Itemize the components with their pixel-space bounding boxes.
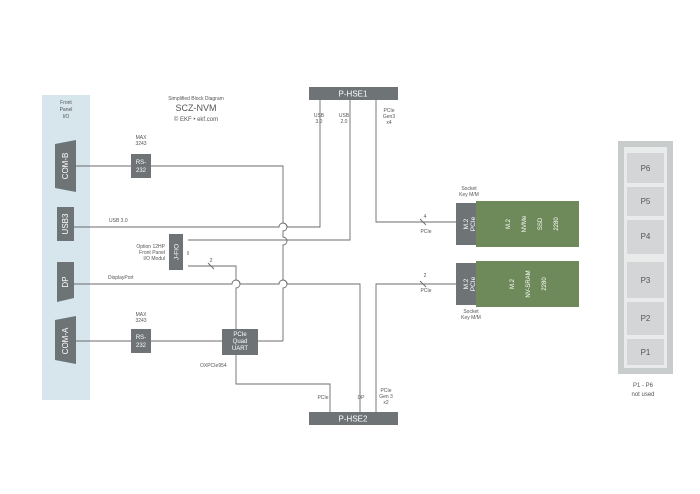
slot-p6: P6 — [627, 153, 664, 183]
annotations: MAX 3243 MAX 3243 USB 3.0 USB 3.0 USB 2.… — [108, 108, 481, 406]
rs232-bottom-line2: 232 — [136, 343, 147, 349]
hse2-gen-label-2: Gen 3 — [379, 394, 393, 400]
jfio-label: J-FIO — [174, 244, 181, 260]
socket-top-line2: Key M/M — [459, 192, 479, 198]
max-bottom-line2: 3243 — [135, 318, 146, 324]
slot-p3-label: P3 — [641, 276, 651, 285]
rs232-top-line2: 232 — [136, 168, 147, 174]
nvme-module: M.2 NVMe SSD 2280 — [476, 201, 579, 247]
m2-bottom-line1: M.2 — [463, 278, 470, 289]
m2-bottom-line2: PCIe — [470, 276, 477, 291]
connector-usb3: USB3 — [57, 207, 74, 241]
m2-top-line1: M.2 — [463, 218, 470, 229]
hse1-usb30-label-1: USB — [314, 113, 325, 119]
max-bottom-line1: MAX — [136, 312, 148, 318]
brand-line: © EKF • ekf.com — [174, 116, 218, 123]
hse2-gen-label-1: PCIe — [380, 388, 391, 394]
slot-p1: P1 — [627, 339, 664, 365]
slot-p3: P3 — [627, 262, 664, 298]
slot-p5-label: P5 — [641, 197, 651, 206]
hse1-pcie-label-1: PCIe — [383, 108, 394, 114]
slot-p1-label: P1 — [641, 348, 651, 357]
option-line3: I/O Modul — [143, 256, 165, 262]
slot-p4-label: P4 — [641, 232, 651, 241]
slot-p6-label: P6 — [641, 164, 651, 173]
jfio-block: J-FIO — [169, 234, 183, 270]
hse1-usb20-label-1: USB — [339, 113, 350, 119]
socket-top-line1: Socket — [461, 186, 477, 192]
uart-line3: UART — [232, 346, 249, 352]
nvsram-module: M.2 NV-SRAM 2280 — [476, 261, 579, 307]
slot-p4: P4 — [627, 220, 664, 254]
bus-p-hse1-label: P-HSE1 — [339, 90, 368, 99]
hse1-usb30-label-2: 3.0 — [316, 119, 323, 125]
nvme-col2: NVMe — [522, 215, 528, 232]
max-top-line1: MAX — [136, 135, 148, 141]
slot-p2-label: P2 — [641, 314, 651, 323]
pcie-label-bottom: PCIe — [420, 288, 431, 294]
nvsram-col3: 2280 — [542, 277, 548, 291]
lane-count-top: 4 — [424, 214, 427, 220]
pcie-label-top: PCIe — [420, 229, 431, 235]
max-top-line2: 3243 — [135, 141, 146, 147]
usb30-line-label: USB 3.0 — [109, 218, 128, 224]
hse1-pcie-label-2: Gen3 — [383, 114, 395, 120]
m2-top-line2: PCIe — [470, 216, 477, 231]
socket-bottom-line1: Socket — [463, 309, 479, 315]
front-panel-title-line3: I/O — [63, 114, 70, 120]
rs232-block-top: RS- 232 — [131, 154, 151, 178]
connector-com-a: COM-A — [55, 316, 76, 364]
connector-com-b-label: COM-B — [61, 153, 70, 180]
nvme-col1: M.2 — [506, 218, 512, 229]
slot-caption-line2: not used — [631, 392, 654, 398]
oxpcie-label: OXPCIe954 — [200, 363, 227, 369]
hse1-usb20-label-2: 2.0 — [341, 119, 348, 125]
wires — [74, 100, 456, 412]
slot-rack: P6 P5 P4 P3 P2 P1 P1 - P6 not used — [618, 141, 673, 398]
slot-p2: P2 — [627, 302, 664, 335]
connector-dp-label: DP — [61, 276, 70, 287]
diagram-subtitle: Simplified Block Diagram — [168, 96, 224, 102]
hse2-pcie-label: PCIe — [317, 395, 328, 401]
uart-line2: Quad — [233, 339, 248, 345]
m2-socket-bottom: M.2 PCIe — [456, 263, 477, 305]
connector-com-a-label: COM-A — [61, 327, 70, 354]
bus-p-hse2: P-HSE2 — [309, 412, 398, 425]
nvsram-col2: NV-SRAM — [526, 270, 532, 297]
front-panel: Front Panel I/O COM-B USB3 DP COM-A — [42, 95, 90, 400]
m2-socket-top: M.2 PCIe — [456, 203, 477, 245]
uart-block: PCIe Quad UART — [222, 329, 258, 355]
lane-count-bottom: 2 — [424, 273, 427, 279]
front-panel-title-line2: Panel — [60, 107, 73, 113]
rs232-bottom-line1: RS- — [136, 335, 146, 341]
bus-p-hse2-label: P-HSE2 — [339, 415, 368, 424]
option-line1: Option 12HP — [136, 244, 165, 250]
hse2-gen-label-3: x2 — [383, 400, 389, 406]
hse2-dp-label: DP — [358, 395, 366, 401]
displayport-label: DisplayPort — [108, 275, 134, 281]
socket-bottom-line2: Key M/M — [461, 315, 481, 321]
bus-p-hse1: P-HSE1 — [309, 87, 398, 100]
option-line2: Front Panel — [139, 250, 165, 256]
rs232-block-bottom: RS- 232 — [131, 329, 151, 353]
connector-com-b: COM-B — [55, 140, 76, 192]
nvme-col4: 2280 — [554, 217, 560, 231]
nvsram-col1: M.2 — [510, 278, 516, 289]
jfio-lane-count: 2 — [210, 258, 213, 264]
nvme-col3: SSD — [538, 217, 544, 230]
connector-usb3-label: USB3 — [61, 213, 70, 234]
connector-dp: DP — [57, 262, 74, 302]
front-panel-title-line1: Front — [60, 100, 72, 106]
rs232-top-line1: RS- — [136, 160, 146, 166]
diagram-title: SCZ-NVM — [176, 103, 217, 113]
slot-caption-line1: P1 - P6 — [633, 383, 654, 389]
slot-p5: P5 — [627, 187, 664, 216]
uart-line1: PCIe — [233, 332, 247, 338]
hse1-pcie-label-3: x4 — [386, 120, 392, 126]
